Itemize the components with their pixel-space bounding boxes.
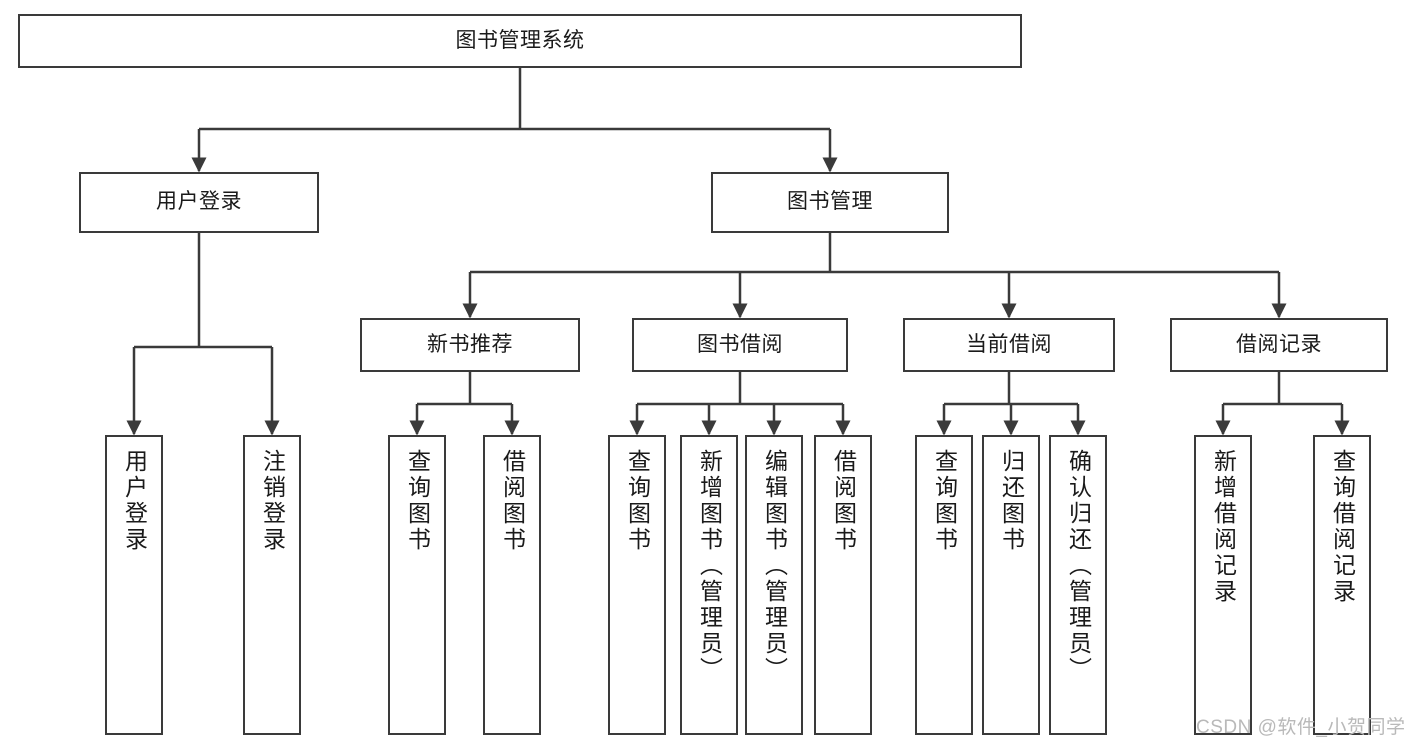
node-label: 查询图书 <box>624 449 651 553</box>
node-new-book-recommend[interactable]: 新书推荐 <box>360 318 580 372</box>
node-book-manage[interactable]: 图书管理 <box>711 172 949 233</box>
node-label: 编辑图书（管理员） <box>761 449 788 683</box>
node-book-borrow[interactable]: 图书借阅 <box>632 318 848 372</box>
node-label: 借阅图书 <box>499 449 526 553</box>
node-leaf-confirm-return[interactable]: 确认归还（管理员） <box>1049 435 1107 735</box>
node-borrow-record[interactable]: 借阅记录 <box>1170 318 1388 372</box>
node-user-login[interactable]: 用户登录 <box>79 172 319 233</box>
node-label: 借阅记录 <box>1236 332 1322 356</box>
node-label: 注销登录 <box>259 449 286 553</box>
node-label: 图书借阅 <box>697 332 783 356</box>
node-label: 新增借阅记录 <box>1210 449 1237 605</box>
node-leaf-query-book-2[interactable]: 查询图书 <box>608 435 666 735</box>
node-label: 查询图书 <box>404 449 431 553</box>
node-leaf-edit-book[interactable]: 编辑图书（管理员） <box>745 435 803 735</box>
node-root[interactable]: 图书管理系统 <box>18 14 1022 68</box>
node-label: 图书管理系统 <box>455 28 585 52</box>
node-leaf-add-record[interactable]: 新增借阅记录 <box>1194 435 1252 735</box>
node-leaf-add-book[interactable]: 新增图书（管理员） <box>680 435 738 735</box>
node-current-borrow[interactable]: 当前借阅 <box>903 318 1115 372</box>
node-label: 图书管理 <box>787 190 873 214</box>
node-leaf-user-login[interactable]: 用户登录 <box>105 435 163 735</box>
node-label: 新书推荐 <box>427 332 513 356</box>
node-label: 借阅图书 <box>830 449 857 553</box>
node-label: 用户登录 <box>121 449 148 553</box>
node-label: 确认归还（管理员） <box>1065 449 1092 683</box>
node-label: 用户登录 <box>156 190 242 214</box>
node-label: 归还图书 <box>998 449 1025 553</box>
node-leaf-query-record[interactable]: 查询借阅记录 <box>1313 435 1371 735</box>
node-leaf-borrow-book-1[interactable]: 借阅图书 <box>483 435 541 735</box>
node-leaf-query-book-1[interactable]: 查询图书 <box>388 435 446 735</box>
node-leaf-return-book[interactable]: 归还图书 <box>982 435 1040 735</box>
node-label: 查询借阅记录 <box>1329 449 1356 605</box>
node-label: 当前借阅 <box>966 332 1052 356</box>
node-leaf-borrow-book-2[interactable]: 借阅图书 <box>814 435 872 735</box>
node-leaf-query-book-3[interactable]: 查询图书 <box>915 435 973 735</box>
node-leaf-logout[interactable]: 注销登录 <box>243 435 301 735</box>
node-label: 新增图书（管理员） <box>696 449 723 683</box>
node-label: 查询图书 <box>931 449 958 553</box>
